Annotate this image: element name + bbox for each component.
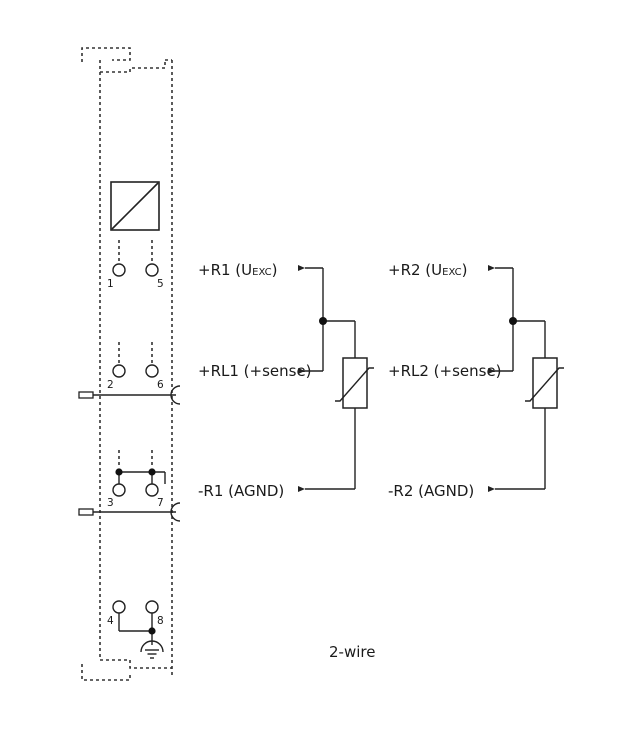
terminal-6[interactable]	[145, 364, 159, 378]
channel1-wiring	[298, 265, 356, 492]
terminal-4[interactable]	[112, 600, 126, 614]
terminal-3[interactable]	[112, 483, 126, 497]
terminal-number-8: 8	[157, 615, 164, 627]
terminal-number-3: 3	[107, 497, 114, 509]
label-plus-r2: +R2 (UEXC)	[388, 261, 467, 279]
power-contact-lower	[78, 502, 181, 522]
terminal-number-6: 6	[157, 379, 164, 391]
label-plus-rl1: +RL1 (+sense)	[198, 362, 312, 380]
terminal-2[interactable]	[112, 364, 126, 378]
terminal-numbers: 1 5 2 6 3 7 4 8	[107, 278, 164, 627]
terminal-number-1: 1	[107, 278, 114, 290]
diagram-caption: 2-wire	[329, 643, 375, 661]
internal-leads	[118, 240, 153, 468]
terminal-5[interactable]	[145, 263, 159, 277]
module-bottom-clip	[81, 659, 172, 681]
shield-ground-icon	[140, 640, 164, 659]
terminal-number-5: 5	[157, 278, 164, 290]
module-body-outline	[99, 59, 173, 675]
terminal-number-2: 2	[107, 379, 114, 391]
label-minus-r1: -R1 (AGND)	[198, 482, 284, 500]
converter-symbol-icon	[110, 181, 160, 231]
terminal-7[interactable]	[145, 483, 159, 497]
terminal-points	[112, 263, 159, 614]
bridge-4-8	[118, 613, 156, 645]
module-top-clip	[81, 47, 131, 62]
power-contact-upper	[78, 385, 181, 405]
terminal-number-7: 7	[157, 497, 164, 509]
channel1-rtd-sensor-icon	[335, 357, 374, 409]
label-plus-rl2: +RL2 (+sense)	[388, 362, 502, 380]
label-minus-r2: -R2 (AGND)	[388, 482, 474, 500]
bridge-3-7	[115, 468, 166, 484]
label-plus-r1: +R1 (UEXC)	[198, 261, 277, 279]
terminal-module	[81, 47, 173, 681]
module-top-latch	[99, 60, 166, 73]
channel2-rtd-sensor-icon	[525, 357, 564, 409]
terminal-1[interactable]	[112, 263, 126, 277]
terminal-number-4: 4	[107, 615, 114, 627]
channel2-wiring	[488, 265, 546, 492]
terminal-8[interactable]	[145, 600, 159, 614]
